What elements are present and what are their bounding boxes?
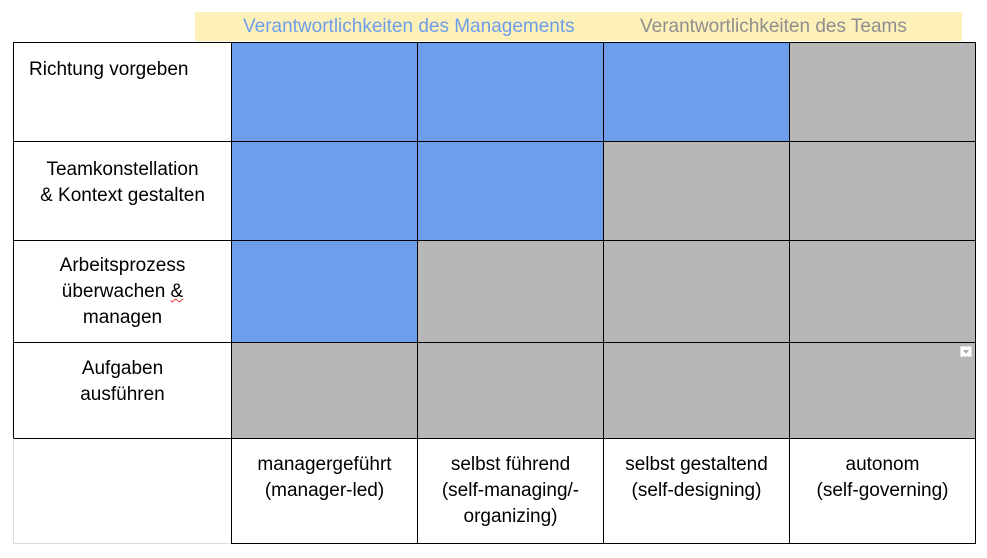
column-label-text: selbst führend (self-managing/- organizi…	[441, 454, 580, 527]
column-label-self-designing[interactable]: selbst gestaltend (self-designing)	[603, 438, 790, 544]
management-responsibility-cell[interactable]	[603, 42, 790, 142]
team-responsibility-cell[interactable]	[789, 42, 976, 142]
team-responsibility-cell[interactable]	[789, 141, 976, 241]
row-label-text: Teamkonstellation & Kontext gestalten	[40, 159, 205, 206]
team-responsibility-cell[interactable]	[789, 240, 976, 343]
column-label-text: autonom (self-governing)	[816, 454, 949, 501]
row-label-text: Arbeitsprozess überwachen & managen	[60, 253, 186, 331]
row-label-arbeitsprozess[interactable]: Arbeitsprozess überwachen & managen	[13, 240, 232, 343]
row-label-aufgaben[interactable]: Aufgaben ausführen	[13, 342, 232, 439]
column-label-self-governing[interactable]: autonom (self-governing)	[789, 438, 976, 544]
column-label-text: managergeführt (manager-led)	[257, 454, 392, 501]
label-part-misspelled: &	[170, 281, 184, 302]
management-responsibility-cell[interactable]	[417, 42, 604, 142]
legend-management: Verantwortlichkeiten des Managements	[243, 16, 575, 37]
row-label-text: Aufgaben ausführen	[80, 358, 165, 405]
legend-band: Verantwortlichkeiten des Managements Ver…	[195, 12, 962, 41]
management-responsibility-cell[interactable]	[417, 141, 604, 241]
team-responsibility-cell[interactable]	[417, 342, 604, 439]
column-label-manager-led[interactable]: managergeführt (manager-led)	[231, 438, 418, 544]
label-part: managen	[82, 307, 163, 328]
team-responsibility-cell[interactable]	[603, 141, 790, 241]
team-responsibility-cell[interactable]	[789, 342, 976, 439]
column-label-self-managing[interactable]: selbst führend (self-managing/- organizi…	[417, 438, 604, 544]
dropdown-arrow-icon[interactable]	[960, 346, 972, 357]
team-responsibility-cell[interactable]	[417, 240, 604, 343]
management-responsibility-cell[interactable]	[231, 240, 418, 343]
row-label-richtung[interactable]: Richtung vorgeben	[13, 42, 232, 142]
label-part: Arbeitsprozess überwachen	[59, 255, 186, 302]
empty-corner-cell[interactable]	[13, 438, 232, 544]
team-responsibility-cell[interactable]	[603, 240, 790, 343]
column-label-text: selbst gestaltend (self-designing)	[625, 454, 768, 501]
management-responsibility-cell[interactable]	[231, 141, 418, 241]
team-responsibility-cell[interactable]	[231, 342, 418, 439]
row-label-text: Richtung vorgeben	[29, 59, 189, 80]
legend-team: Verantwortlichkeiten des Teams	[640, 16, 907, 37]
management-responsibility-cell[interactable]	[231, 42, 418, 142]
team-responsibility-cell[interactable]	[603, 342, 790, 439]
row-label-teamkonstellation[interactable]: Teamkonstellation & Kontext gestalten	[13, 141, 232, 241]
